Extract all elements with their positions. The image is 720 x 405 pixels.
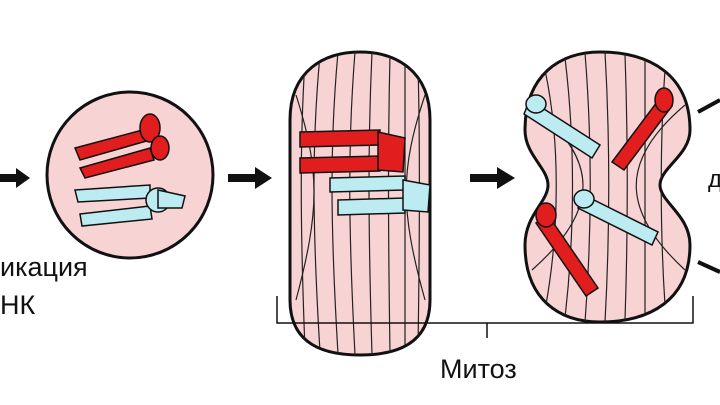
mitosis-label: Митоз xyxy=(440,354,517,384)
blue-chromosome xyxy=(329,175,431,216)
blue-chromosome xyxy=(74,184,186,227)
cell-anaphase xyxy=(523,50,692,324)
right-edge-label: д xyxy=(708,166,720,193)
replication-label-line2: НК xyxy=(0,290,36,320)
mitosis-bracket xyxy=(276,296,694,324)
arrow-2 xyxy=(228,167,272,189)
branch-line-upper xyxy=(697,98,720,114)
branch-line-lower xyxy=(697,260,720,274)
replication-label-line1: икация xyxy=(0,252,88,282)
arrow-1 xyxy=(0,168,30,188)
red-chromosome xyxy=(73,113,170,179)
cell-interphase xyxy=(45,90,215,260)
blue-chromosome-upper xyxy=(523,94,602,160)
cell-metaphase xyxy=(288,50,432,357)
red-chromosome-upper xyxy=(610,87,674,172)
red-chromosome xyxy=(299,129,406,174)
arrow-3 xyxy=(470,167,515,189)
blue-chromosome-lower xyxy=(573,189,659,247)
red-chromosome-lower xyxy=(534,202,600,298)
